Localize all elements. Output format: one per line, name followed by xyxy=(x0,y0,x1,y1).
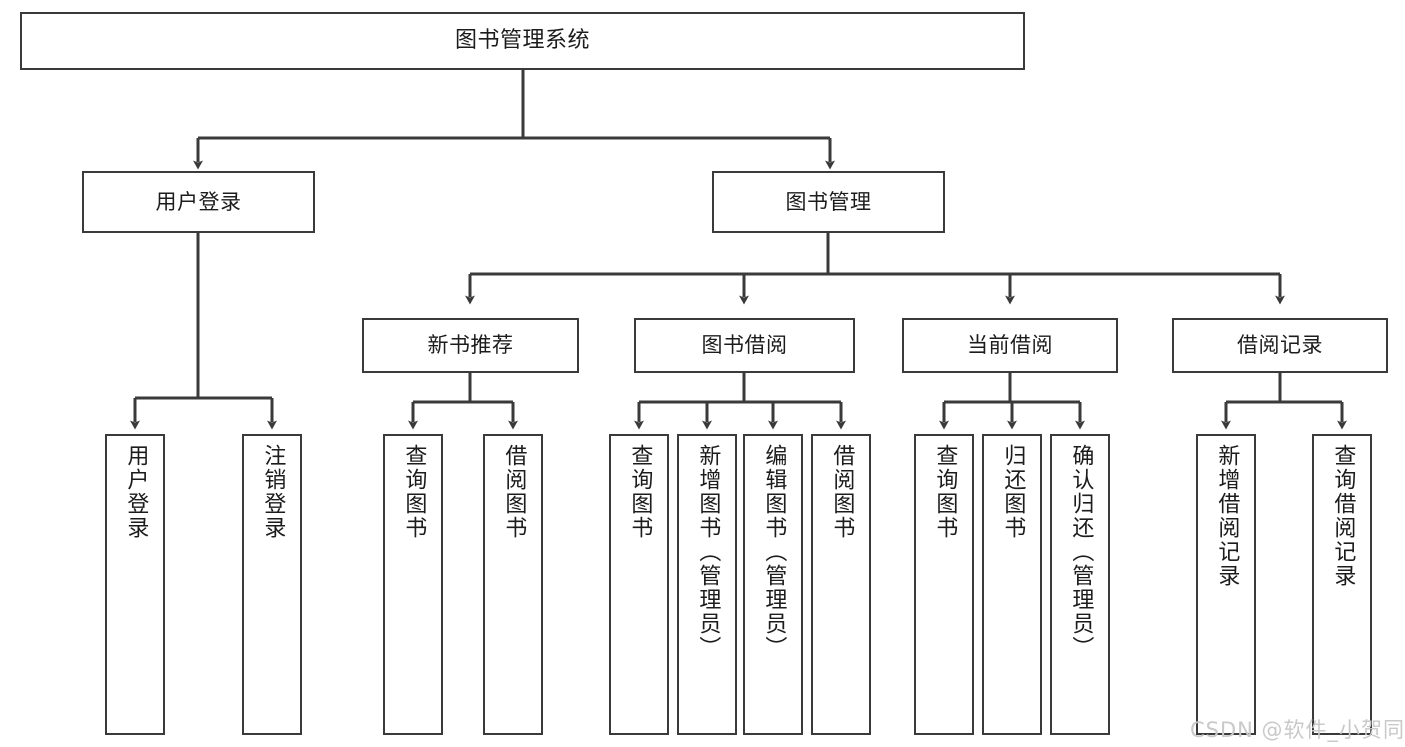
node-label: 新增图书（管理员） xyxy=(695,444,721,660)
leaf-book-borrow-borrow[interactable]: 借阅图书 xyxy=(811,434,871,735)
leaf-book-borrow-query[interactable]: 查询图书 xyxy=(609,434,669,735)
node-label: 用户登录 xyxy=(123,444,149,540)
node-label: 注销登录 xyxy=(260,444,286,540)
node-new-book-recommend[interactable]: 新书推荐 xyxy=(362,318,579,373)
node-label: 借阅图书 xyxy=(501,444,527,540)
node-label: 查询图书 xyxy=(932,444,958,540)
node-label: 编辑图书（管理员） xyxy=(761,444,787,660)
node-label: 借阅记录 xyxy=(1237,333,1323,358)
leaf-current-borrow-confirm-return[interactable]: 确认归还（管理员） xyxy=(1050,434,1110,735)
leaf-borrow-record-add[interactable]: 新增借阅记录 xyxy=(1196,434,1256,735)
node-label: 新书推荐 xyxy=(427,333,514,358)
node-label: 借阅图书 xyxy=(829,444,855,540)
leaf-book-borrow-edit[interactable]: 编辑图书（管理员） xyxy=(743,434,803,735)
node-label: 查询借阅记录 xyxy=(1330,444,1356,588)
node-current-borrow[interactable]: 当前借阅 xyxy=(902,318,1118,373)
csdn-watermark: CSDN @软件_小贺同学 xyxy=(1190,718,1405,742)
leaf-current-borrow-query[interactable]: 查询图书 xyxy=(914,434,974,735)
node-label: 确认归还（管理员） xyxy=(1068,444,1094,660)
leaf-current-borrow-return[interactable]: 归还图书 xyxy=(982,434,1042,735)
node-label: 图书借阅 xyxy=(701,333,788,358)
leaf-borrow-record-query[interactable]: 查询借阅记录 xyxy=(1312,434,1372,735)
node-borrow-record[interactable]: 借阅记录 xyxy=(1172,318,1388,373)
node-root-book-management-system[interactable]: 图书管理系统 xyxy=(20,12,1025,70)
node-book-management[interactable]: 图书管理 xyxy=(712,171,945,233)
leaf-new-book-query[interactable]: 查询图书 xyxy=(383,434,443,735)
node-label: 查询图书 xyxy=(627,444,653,540)
leaf-user-login-logout[interactable]: 注销登录 xyxy=(242,434,302,735)
node-label: 新增借阅记录 xyxy=(1214,444,1240,588)
node-label: 用户登录 xyxy=(155,189,242,214)
node-book-borrow[interactable]: 图书借阅 xyxy=(634,318,855,373)
node-user-login[interactable]: 用户登录 xyxy=(82,171,315,233)
leaf-book-borrow-add[interactable]: 新增图书（管理员） xyxy=(677,434,737,735)
node-label: 查询图书 xyxy=(401,444,427,540)
leaf-new-book-borrow[interactable]: 借阅图书 xyxy=(483,434,543,735)
node-label: 图书管理 xyxy=(785,189,872,214)
leaf-user-login-login[interactable]: 用户登录 xyxy=(105,434,165,735)
node-label: 图书管理系统 xyxy=(454,28,590,54)
node-label: 归还图书 xyxy=(1000,444,1026,540)
node-label: 当前借阅 xyxy=(967,333,1053,358)
